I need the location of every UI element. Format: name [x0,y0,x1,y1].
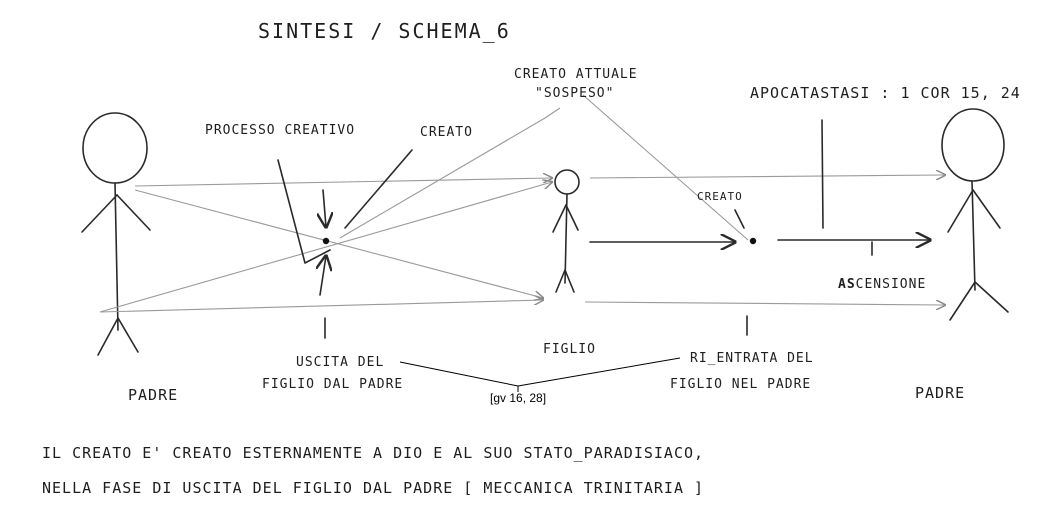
caption-line2: NELLA FASE DI USCITA DEL FIGLIO DAL PADR… [42,479,704,497]
creato-attuale-line-right [582,94,749,241]
caption-line1: IL CREATO E' CREATO ESTERNAMENTE A DIO E… [42,444,704,462]
processo-creativo-label: PROCESSO CREATIVO [205,123,355,138]
rientrata-arrows [584,175,945,305]
middle-arrows [589,240,930,242]
padre-right-figure [941,108,1009,321]
rientrata-label-line2: FIGLIO NEL PADRE [670,377,811,392]
sospeso-label: "SOSPESO" [535,86,614,101]
reference-label: [gv 16, 28] [490,391,546,405]
rientrata-label-line1: RI_ENTRATA DEL [690,351,814,366]
reference-connector [399,357,681,392]
padre-left-label: PADRE [128,386,178,404]
creato-left-leader [344,149,413,229]
figlio-label: FIGLIO [543,342,596,357]
padre-right-label: PADRE [915,384,965,402]
creato-attuale-label: CREATO ATTUALE [514,67,638,82]
creato-right-label: CREATO [697,190,743,203]
uscita-label-line1: USCITA DEL [296,355,384,370]
processo-creativo-mark [277,159,330,296]
padre-left-figure [81,112,151,356]
uscita-label-line2: FIGLIO DAL PADRE [262,377,403,392]
apocatastasi-marker [821,119,824,229]
figlio-figure [552,169,580,293]
uscita-arrows [99,178,552,313]
ascensione-label: ASCENSIONE [838,277,926,292]
apocatastasi-label: APOCATASTASI : 1 COR 15, 24 [750,84,1021,102]
creato-right-leader [734,209,745,229]
creation-point-right [749,237,757,245]
diagram-title: SINTESI / SCHEMA_6 [258,19,511,43]
creation-point-left [322,237,330,245]
creato-left-label: CREATO [420,125,473,140]
creato-attuale-line-left [339,107,561,239]
